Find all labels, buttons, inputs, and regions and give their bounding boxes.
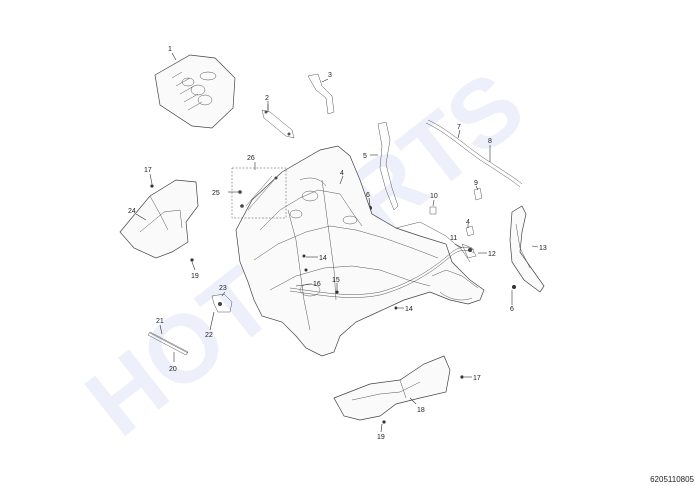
seal-strip-part-5 xyxy=(377,121,399,211)
callout-18: 18 xyxy=(417,407,425,414)
leader-lines xyxy=(135,104,539,433)
callout-labels: 1 2 3 4 4 5 6 6 7 8 9 10 11 12 13 14 14 … xyxy=(128,46,547,441)
underbody-cover-right-part-18 xyxy=(333,355,451,421)
callout-4-right: 4 xyxy=(466,219,470,226)
trim-strip-part-20-21 xyxy=(147,331,189,356)
document-number: 6205110805 xyxy=(650,475,694,484)
callout-15: 15 xyxy=(332,277,340,284)
callout-4-left: 4 xyxy=(340,170,344,177)
callout-1: 1 xyxy=(168,46,172,53)
callout-11: 11 xyxy=(450,235,457,242)
callout-19-left: 19 xyxy=(191,273,199,280)
callout-25: 25 xyxy=(212,190,220,197)
callout-17-left: 17 xyxy=(144,167,152,174)
callout-24: 24 xyxy=(128,208,136,215)
pillar-trim-part-13 xyxy=(509,205,545,293)
callout-10: 10 xyxy=(430,193,438,200)
callout-14-upper: 14 xyxy=(319,255,327,262)
callout-17-right: 17 xyxy=(473,375,481,382)
bracket-part-3 xyxy=(307,73,335,115)
callout-6-lower: 6 xyxy=(510,306,514,313)
callout-16: 16 xyxy=(313,281,321,288)
bracket-part-2 xyxy=(261,109,295,139)
callout-12: 12 xyxy=(488,251,496,258)
latch-part-22-23 xyxy=(211,293,233,313)
callout-6-upper: 6 xyxy=(366,192,370,199)
clip-part-10 xyxy=(429,206,437,215)
callout-23: 23 xyxy=(219,285,227,292)
callout-21: 21 xyxy=(156,318,164,325)
cable-kit-part-25-26 xyxy=(231,167,287,219)
callout-3: 3 xyxy=(328,72,332,79)
callout-5: 5 xyxy=(363,153,367,160)
callout-14-middle: 14 xyxy=(405,306,413,313)
callout-9: 9 xyxy=(474,180,478,187)
callout-2: 2 xyxy=(265,95,269,102)
callout-7: 7 xyxy=(457,124,461,131)
front-body-structure xyxy=(235,145,485,357)
underbody-cover-left-part-24 xyxy=(119,179,199,259)
callout-22: 22 xyxy=(205,332,213,339)
clip-part-9 xyxy=(473,187,483,201)
callout-8: 8 xyxy=(488,138,492,145)
hose-part-16 xyxy=(289,247,475,298)
callout-19-bottom: 19 xyxy=(377,434,385,441)
callout-13: 13 xyxy=(539,245,547,252)
callout-26: 26 xyxy=(247,155,255,162)
callout-20: 20 xyxy=(169,366,177,373)
hose-end-part-11-12 xyxy=(461,243,477,259)
engine-cover-part xyxy=(154,54,236,129)
